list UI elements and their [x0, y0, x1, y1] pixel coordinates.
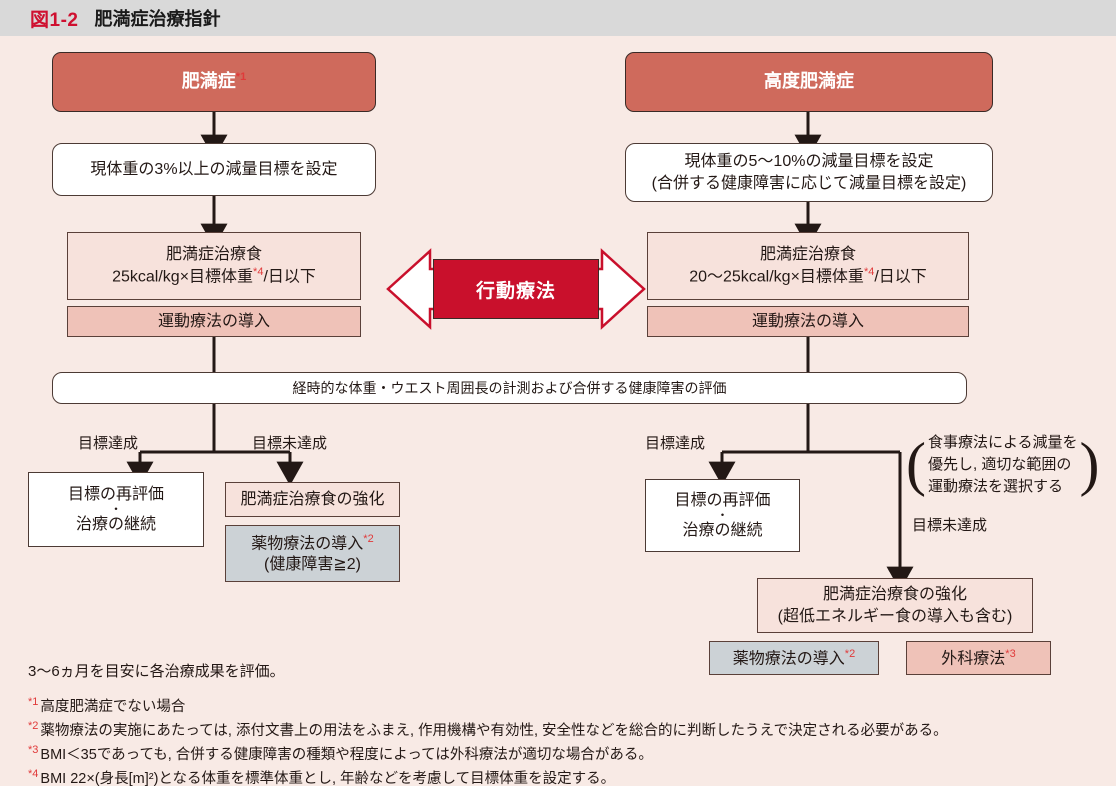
figure-number: 図1-2 [30, 9, 79, 31]
right-achieved-dot: ・ [716, 508, 729, 523]
left-drug-line1: 薬物療法の導入*2 [251, 532, 374, 553]
note-bracket-right: ) [1079, 431, 1100, 498]
right-drug-box: 薬物療法の導入*2 [709, 641, 879, 675]
left-exercise-text: 運動療法の導入 [157, 312, 270, 330]
monitoring-text: 経時的な体重・ウエスト周囲長の計測および合併する健康障害の評価 [292, 379, 727, 396]
left-drug-line2: (健康障害≧2) [264, 556, 361, 574]
right-achieved-label: 目標達成 [645, 435, 706, 452]
right-side-note: ( 食事療法による減量を 優先し, 適切な範囲の 運動療法を選択する ) [906, 432, 1111, 497]
left-achieved-dot: ・ [109, 502, 122, 517]
figure-title: 肥満症治療指針 [94, 9, 221, 29]
left-diet-line1: 肥満症治療食 [165, 246, 262, 264]
right-achieved-line1: 目標の再評価 [674, 492, 771, 510]
footnote-marker-1: *1 [28, 696, 39, 708]
right-intensify-line1: 肥満症治療食の強化 [822, 586, 967, 604]
right-surgery-box: 外科療法*3 [906, 641, 1051, 675]
behavior-therapy-group: 行動療法 [382, 243, 650, 335]
left-achieved-label: 目標達成 [78, 435, 139, 452]
figure-header: 図1-2 肥満症治療指針 [0, 0, 1116, 36]
left-title-text: 肥満症*1 [181, 71, 247, 92]
right-achieved-line2: 治療の継続 [682, 521, 763, 539]
right-achieved-box: 目標の再評価 ・ 治療の継続 [645, 479, 800, 552]
right-goal-line1: 現体重の5〜10%の減量目標を設定 [684, 153, 934, 171]
right-diet-line2: 20〜25kcal/kg×目標体重*4/日以下 [689, 266, 927, 286]
right-diet-box: 肥満症治療食 20〜25kcal/kg×目標体重*4/日以下 [647, 232, 969, 300]
right-exercise-box: 運動療法の導入 [647, 306, 969, 337]
left-diet-box: 肥満症治療食 25kcal/kg×目標体重*4/日以下 [67, 232, 361, 300]
left-drug-box: 薬物療法の導入*2 (健康障害≧2) [225, 525, 400, 582]
behavior-therapy-box: 行動療法 [433, 259, 599, 319]
left-not-achieved-label: 目標未達成 [252, 435, 328, 452]
left-goal-text: 現体重の3%以上の減量目標を設定 [90, 160, 338, 178]
right-intensify-diet-box: 肥満症治療食の強化 (超低エネルギー食の導入も含む) [757, 578, 1033, 633]
note-line3: 運動療法を選択する [927, 477, 1063, 495]
footnote-marker-3: *3 [28, 743, 39, 756]
behavior-therapy-label: 行動療法 [475, 280, 556, 302]
footnote-lead: 3〜6ヵ月を目安に各治療成果を評価。 [28, 663, 285, 680]
left-exercise-box: 運動療法の導入 [67, 306, 361, 337]
right-goal-line2: (合併する健康障害に応じて減量目標を設定) [651, 174, 967, 192]
footnote-text-3: BMI＜35であっても, 合併する健康障害の種類や程度によっては外科療法が適切な… [40, 746, 653, 763]
left-intensify-diet-text: 肥満症治療食の強化 [240, 490, 385, 508]
footnote-text-1: 高度肥満症でない場合 [40, 698, 186, 715]
right-diet-line1: 肥満症治療食 [759, 246, 856, 264]
footnote-text-2: 薬物療法の実施にあたっては, 添付文書上の用法をふまえ, 作用機構や有効性, 安… [40, 722, 948, 739]
right-surgery-text: 外科療法*3 [941, 647, 1016, 668]
right-title-box: 高度肥満症 [625, 52, 993, 112]
right-exercise-text: 運動療法の導入 [751, 312, 864, 330]
left-achieved-line2: 治療の継続 [75, 515, 156, 533]
right-not-achieved-label: 目標未達成 [912, 517, 988, 534]
left-achieved-box: 目標の再評価 ・ 治療の継続 [28, 472, 204, 547]
note-text: 食事療法による減量を 優先し, 適切な範囲の 運動療法を選択する [926, 432, 1080, 497]
footnote-marker-2: *2 [28, 719, 39, 732]
right-goal-box: 現体重の5〜10%の減量目標を設定 (合併する健康障害に応じて減量目標を設定) [625, 143, 993, 202]
note-line1: 食事療法による減量を [927, 434, 1078, 451]
left-achieved-line1: 目標の再評価 [67, 486, 164, 504]
footnote-text-4: BMI 22×(身長[m]²)となる体重を標準体重とし, 年齢などを考慮して目標… [40, 770, 616, 786]
footnote-marker-4: *4 [28, 767, 39, 780]
left-intensify-diet-box: 肥満症治療食の強化 [225, 482, 400, 517]
right-title-text: 高度肥満症 [764, 71, 854, 92]
right-intensify-line2: (超低エネルギー食の導入も含む) [777, 607, 1013, 625]
monitoring-box: 経時的な体重・ウエスト周囲長の計測および合併する健康障害の評価 [52, 372, 967, 404]
right-drug-text: 薬物療法の導入*2 [732, 647, 856, 668]
note-bracket-left: ( [906, 431, 926, 498]
note-line2: 優先し, 適切な範囲の [927, 455, 1072, 473]
left-title-box: 肥満症*1 [52, 52, 376, 112]
left-goal-box: 現体重の3%以上の減量目標を設定 [52, 143, 376, 196]
left-diet-line2: 25kcal/kg×目標体重*4/日以下 [112, 266, 316, 286]
